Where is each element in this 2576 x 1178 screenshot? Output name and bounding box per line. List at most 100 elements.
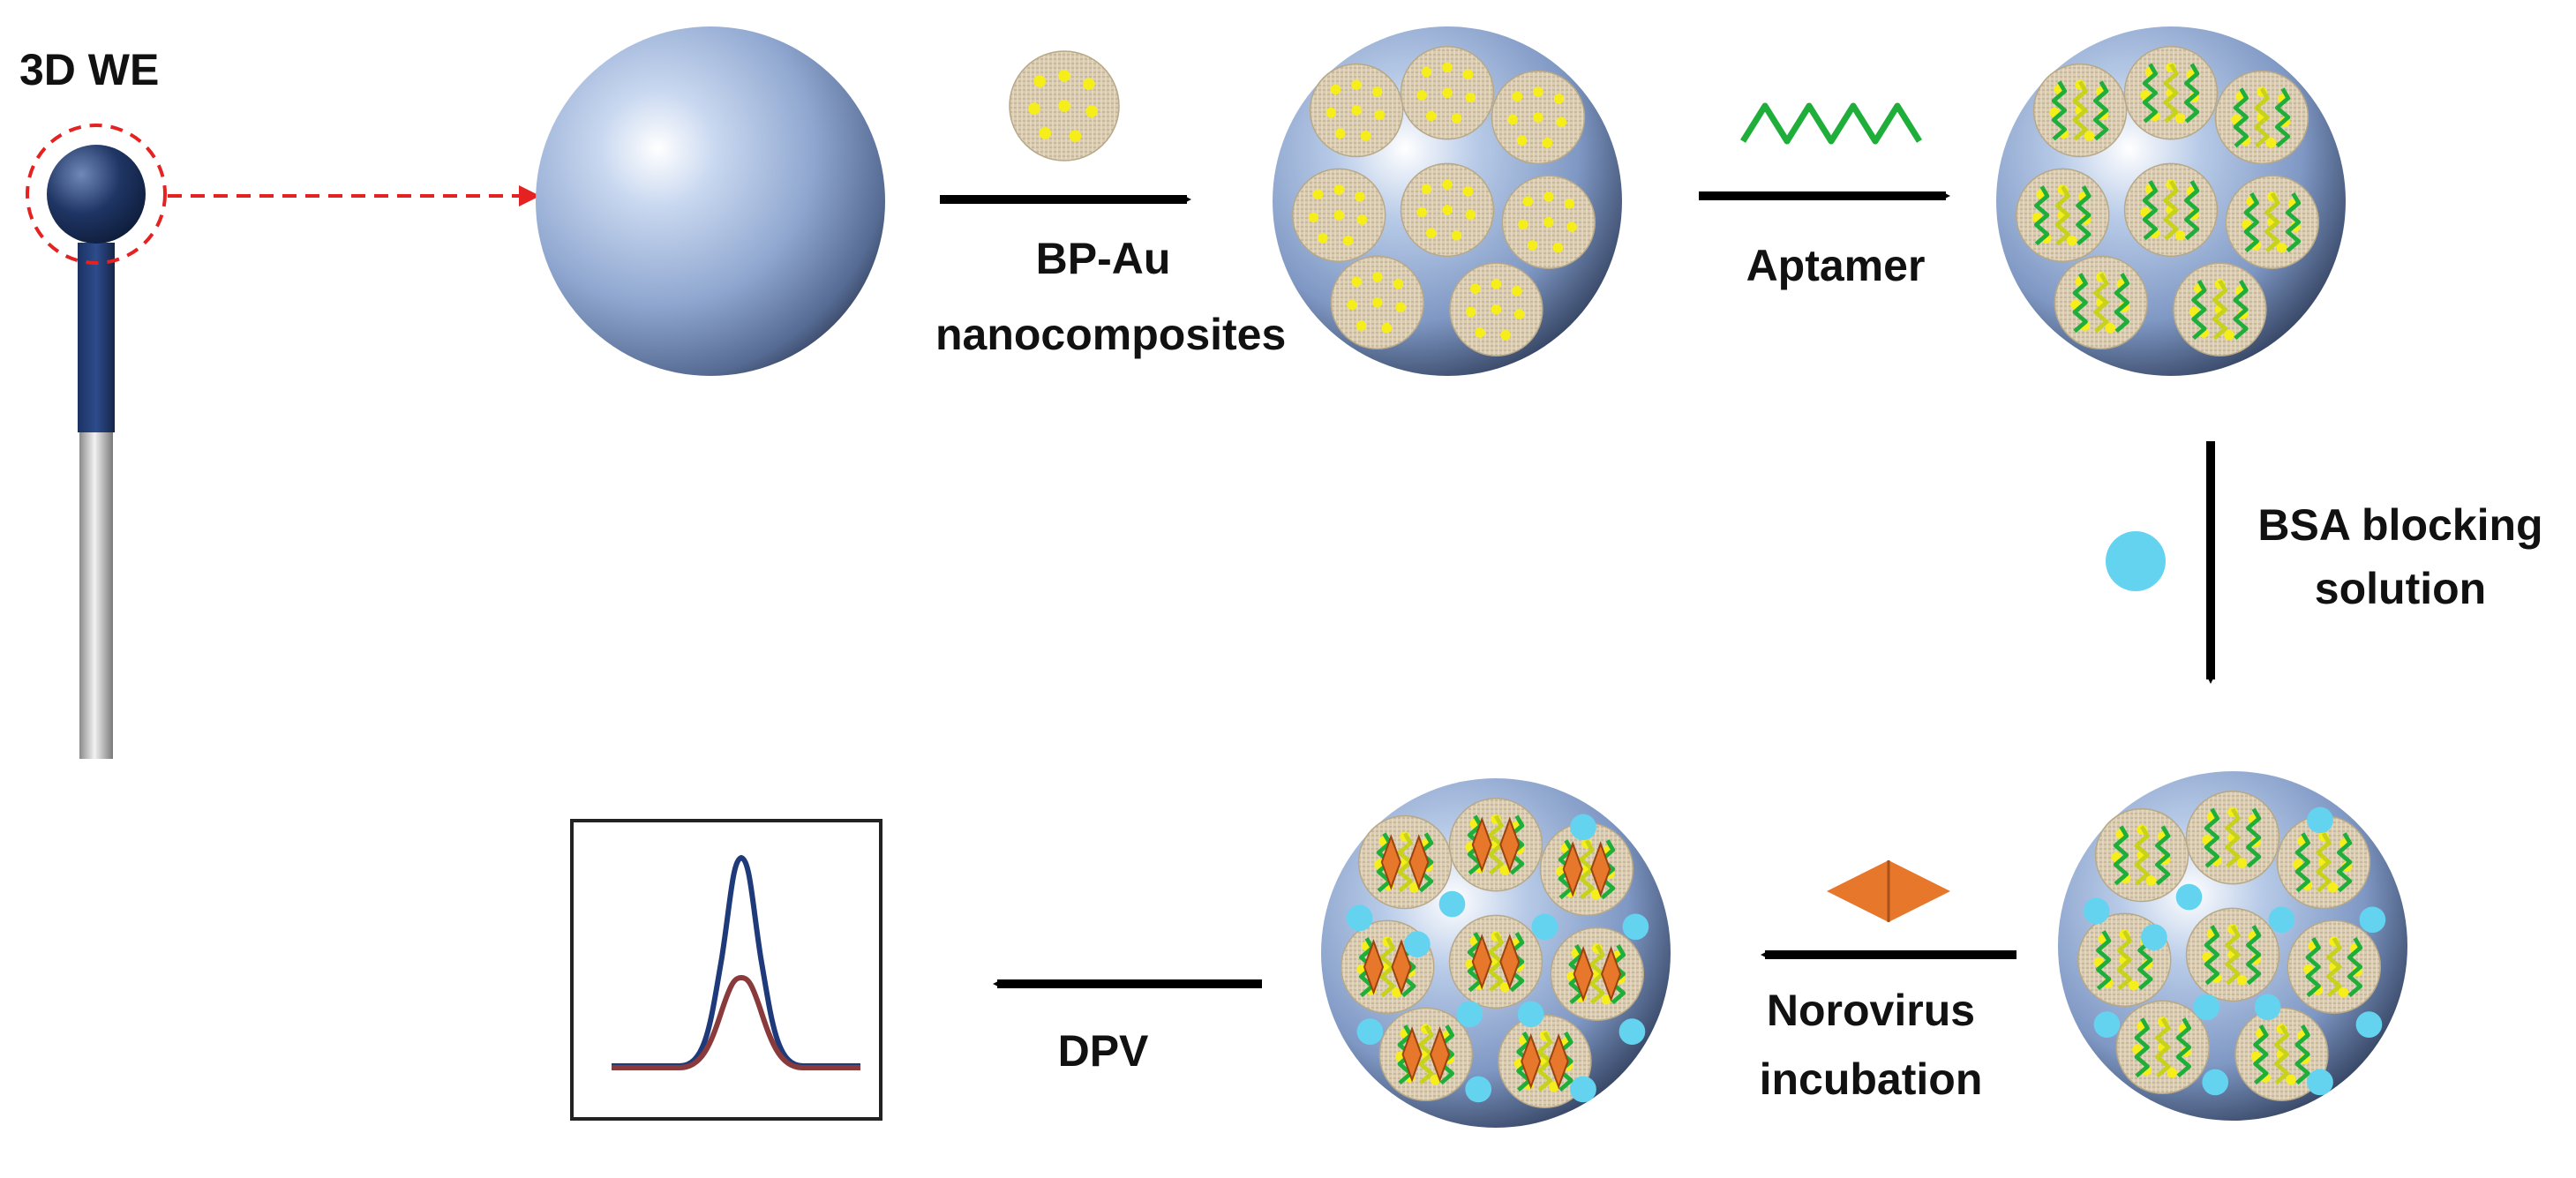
- step1-label-line2: nanocomposites: [935, 310, 1287, 359]
- gold-nanoparticle: [1085, 105, 1098, 118]
- bsa-particle: [1622, 913, 1649, 941]
- aptamer-modified-disc: [2214, 70, 2309, 165]
- aptamer-strand: [2274, 87, 2291, 148]
- aptamer-strand: [2072, 273, 2088, 334]
- gold-nanoparticle: [1425, 228, 1437, 238]
- gold-nanoparticle: [1442, 87, 1453, 99]
- gold-nanoparticle: [1553, 94, 1565, 104]
- norovirus-particle: [1521, 1032, 1542, 1090]
- aptamer-strand: [2134, 1017, 2150, 1078]
- norovirus-particle: [1401, 1026, 1423, 1083]
- step4-label-line2: incubation: [1759, 1054, 1983, 1104]
- bsa-icon: [2106, 531, 2166, 591]
- aptamer-strand: [2273, 1024, 2290, 1085]
- bsa-particle: [2268, 906, 2295, 934]
- gold-nanoparticle: [1312, 189, 1324, 200]
- gold-nanoparticle: [1601, 994, 1612, 1005]
- gold-nanoparticle: [2105, 322, 2116, 334]
- gold-nanoparticle: [2265, 138, 2277, 148]
- gold-nanoparticle: [1347, 299, 1357, 311]
- aptamer-strand: [1558, 1032, 1573, 1092]
- norovirus-particle: [1499, 816, 1521, 874]
- gold-nanoparticle: [1318, 233, 1328, 244]
- gold-nanoparticle: [1371, 86, 1383, 97]
- norovirus-particle: [1408, 834, 1430, 890]
- gold-nanoparticle: [1512, 91, 1523, 102]
- gold-nanoparticle: [1564, 199, 1575, 209]
- bsa-particle: [2083, 897, 2110, 925]
- aptamer-modified-disc: [2032, 63, 2128, 158]
- gold-nanoparticle: [1462, 69, 1474, 80]
- aptamer-strand: [2326, 937, 2342, 998]
- gold-nanoparticle: [1590, 889, 1602, 900]
- electrode-label: 3D WE: [19, 45, 160, 94]
- norovirus-particle: [1499, 934, 1521, 990]
- bp-au-nanocomposite: [1309, 63, 1404, 158]
- virus-bound-disc: [1448, 798, 1543, 892]
- aptamer-modified-disc: [2123, 162, 2219, 258]
- bp-au-nanocomposite: [1400, 162, 1495, 258]
- sphere-with-aptamer: [1996, 26, 2346, 376]
- gold-nanoparticle: [1465, 92, 1476, 103]
- gold-nanoparticle: [1334, 128, 1346, 139]
- sphere-icon: [536, 26, 885, 376]
- aptamer-strand: [2142, 180, 2159, 241]
- gold-nanoparticle: [1470, 283, 1481, 294]
- bsa-particle: [1465, 1076, 1492, 1103]
- gold-nanoparticle: [1408, 882, 1420, 893]
- gold-nanoparticle: [2286, 1074, 2296, 1085]
- aptamer-strand: [2316, 832, 2332, 893]
- gold-nanoparticle: [1333, 210, 1345, 221]
- aptamer-strand: [2155, 1017, 2171, 1078]
- gold-nanoparticle: [2327, 882, 2339, 893]
- bsa-particle: [1618, 1018, 1646, 1045]
- gold-nanoparticle: [1442, 179, 1453, 190]
- gold-nanoparticle: [1381, 322, 1393, 334]
- bsa-particle: [2254, 994, 2281, 1021]
- aptamer-strand: [2225, 925, 2241, 986]
- aptamer-strand: [2305, 937, 2321, 998]
- norovirus-particle: [1471, 816, 1492, 874]
- gold-nanoparticle: [1069, 130, 1082, 142]
- aptamer-strand: [2113, 825, 2129, 886]
- gold-nanoparticle: [2224, 329, 2234, 341]
- bsa-particle: [1531, 913, 1558, 941]
- gold-nanoparticle: [2167, 1067, 2178, 1078]
- sphere-with-bp-au: [1273, 26, 1622, 376]
- aptamer-strand: [2033, 185, 2050, 246]
- aptamer-strand: [2245, 925, 2262, 986]
- gold-nanoparticle: [1083, 78, 1095, 91]
- gold-nanoparticle: [1372, 272, 1383, 282]
- gold-nanoparticle: [1516, 135, 1528, 146]
- gold-nanoparticle: [1342, 235, 1354, 246]
- gold-nanoparticle: [1058, 100, 1070, 112]
- norovirus-particle: [1573, 945, 1594, 1002]
- aptamer-strand: [2154, 825, 2171, 886]
- aptamer-modified-disc: [2225, 175, 2320, 269]
- aptamer-strand: [2264, 192, 2280, 253]
- aptamer-strand: [2294, 1024, 2310, 1085]
- bsa-particle: [2307, 807, 2333, 834]
- gold-nanoparticle: [1416, 206, 1427, 218]
- norovirus-particle: [1562, 841, 1583, 897]
- gold-nanoparticle: [1355, 191, 1365, 202]
- dpv-curve-low: [612, 974, 860, 1070]
- aptamer-strand: [2191, 280, 2207, 341]
- gold-nanoparticle: [1326, 107, 1336, 118]
- virus-bound-disc: [1378, 1007, 1474, 1102]
- aptamer-strand: [2095, 930, 2112, 991]
- sphere-with-norovirus: [1321, 778, 1671, 1128]
- norovirus-particle: [1548, 1032, 1569, 1090]
- aptamer-strand: [2183, 63, 2200, 124]
- bsa-particle: [1404, 931, 1431, 957]
- dpv-plot-icon: [570, 819, 882, 1121]
- bp-au-nanocomposite: [1449, 262, 1543, 356]
- aptamer-strand: [2254, 87, 2270, 148]
- gold-nanoparticle: [1356, 214, 1368, 225]
- gold-nanoparticle: [1351, 79, 1362, 90]
- bp-au-nanocomposite-icon: [1009, 50, 1120, 161]
- bsa-particle: [2202, 1069, 2229, 1096]
- gold-nanoparticle: [1351, 105, 1362, 116]
